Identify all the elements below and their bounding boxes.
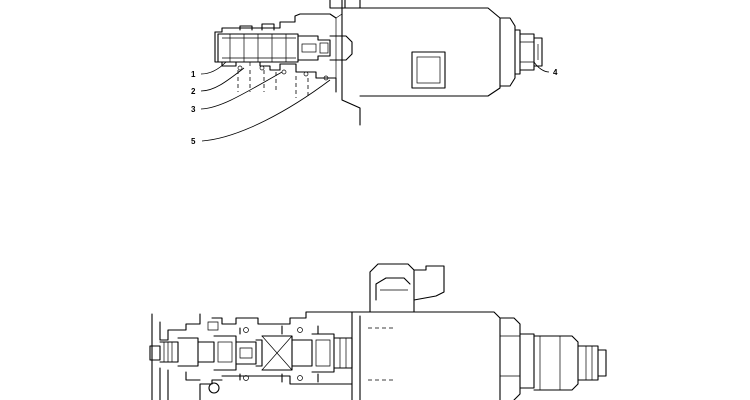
callout-label: 1 <box>191 70 196 79</box>
callout-label: 5 <box>191 137 196 146</box>
bottom-override-nut <box>499 317 607 400</box>
callout-label: 3 <box>191 105 196 114</box>
bottom-section-view <box>149 263 607 400</box>
bottom-cavity-body <box>151 311 353 400</box>
bottom-spool-internals <box>149 325 353 385</box>
top-port-dashes <box>237 70 309 98</box>
top-override-nut <box>499 17 543 87</box>
callout-label: 4 <box>553 68 558 77</box>
bottom-solenoid-body <box>351 311 501 400</box>
bottom-connector <box>369 263 445 313</box>
top-solenoid-housing <box>329 0 501 126</box>
top-cartridge <box>214 13 353 93</box>
callout-leaders <box>200 61 550 142</box>
callout-labels: 1 2 3 4 5 <box>191 68 558 146</box>
callout-label: 2 <box>191 87 196 96</box>
top-valve-assembly <box>214 0 543 126</box>
